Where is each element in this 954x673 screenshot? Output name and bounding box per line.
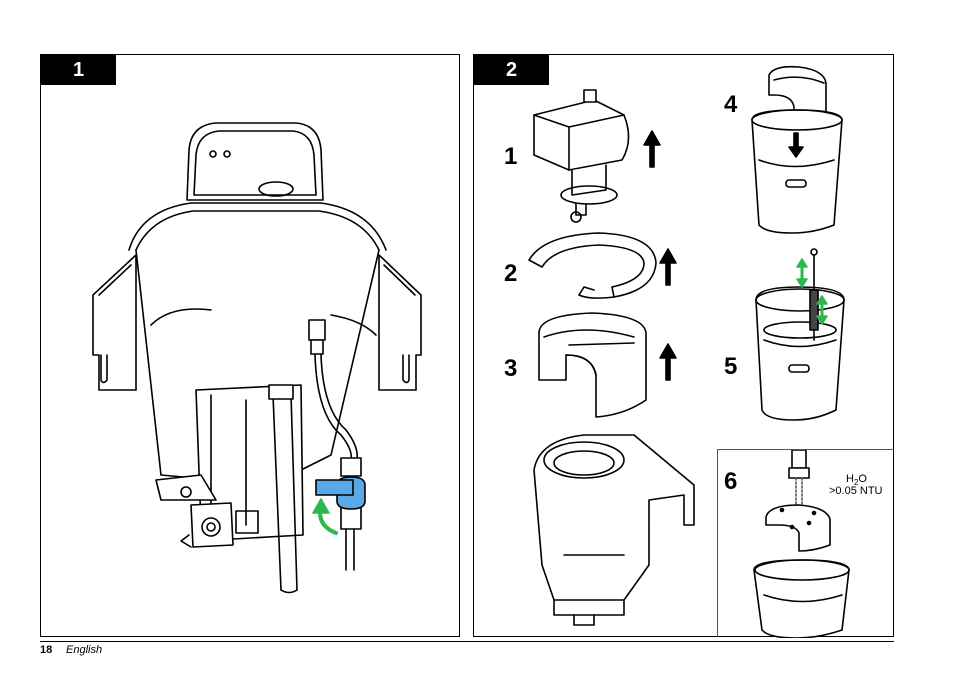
panel-1: 1 (40, 54, 460, 637)
instrument-body-illustration (41, 55, 461, 638)
step-number-5: 5 (724, 355, 737, 379)
step-number-4: 4 (724, 93, 737, 117)
step-number-3: 3 (504, 357, 517, 381)
step-number-6: 6 (724, 470, 737, 494)
footer-divider (40, 641, 894, 642)
step-6-box (717, 449, 894, 637)
footer-language: English (66, 644, 102, 656)
panel-2: 2 (473, 54, 894, 637)
turbidity-threshold-label: >0.05 NTU (829, 486, 883, 497)
step-number-2: 2 (504, 262, 517, 286)
step-number-1: 1 (504, 145, 517, 169)
page-number: 18 (40, 644, 52, 656)
